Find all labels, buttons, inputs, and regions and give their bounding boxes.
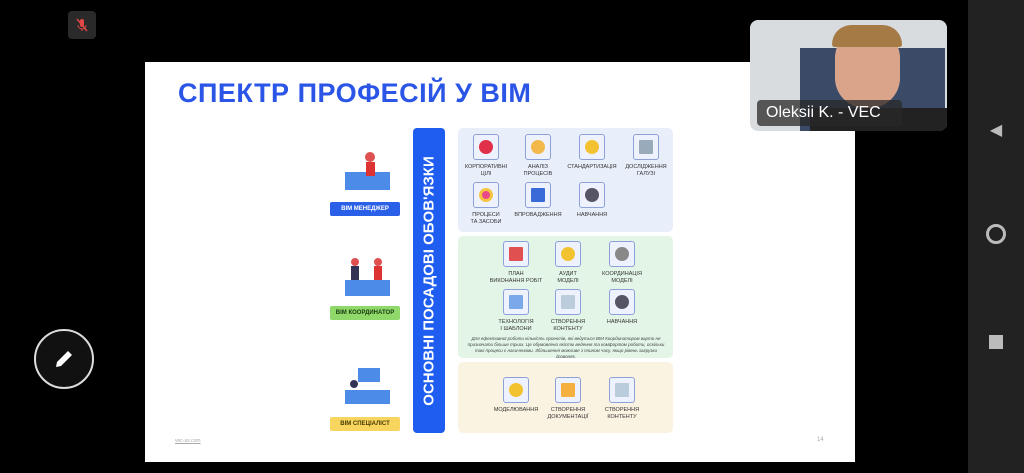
coordination-icon (609, 241, 635, 267)
templates-icon (503, 289, 529, 315)
duty-item: НАВЧАННЯ (562, 182, 622, 219)
modeling-icon (503, 377, 529, 403)
content-icon (609, 377, 635, 403)
duty-item: КОРПОРАТИВНІ ЦІЛІ (456, 134, 516, 178)
coordinator-note: Для ефективної роботи кількість проектів… (467, 336, 665, 359)
mic-off-icon[interactable] (68, 11, 96, 39)
specialist-illustration (340, 364, 395, 414)
footer-site: vec-us.com (175, 438, 201, 444)
duty-item: СТВОРЕННЯ ДОКУМЕНТАЦІЇ (538, 377, 598, 421)
training-icon (579, 182, 605, 208)
duty-item: НАВЧАННЯ (592, 289, 652, 326)
folder-icon (555, 377, 581, 403)
specialist-duties-panel: МОДЕЛЮВАННЯ СТВОРЕННЯ ДОКУМЕНТАЦІЇ СТВОР… (458, 362, 673, 433)
participant-video-tile[interactable]: Oleksii K. - VEC (750, 20, 947, 131)
content-icon (555, 289, 581, 315)
duty-item: ПРОЦЕСИ ТА ЗАСОБИ (456, 182, 516, 226)
medal-icon (579, 134, 605, 160)
recents-icon[interactable] (968, 335, 1024, 354)
coordinator-duties-panel: ПЛАН ВИКОНАННЯ РОБІТ АУДИТ МОДЕЛІ КООРДИ… (458, 236, 673, 359)
presentation-icon (633, 134, 659, 160)
role-badge-manager: BIM МЕНЕДЖЕР (330, 202, 400, 216)
participant-hair (832, 25, 902, 47)
duties-label: ОСНОВНІ ПОСАДОВІ ОБОВ'ЯЗКИ (420, 155, 438, 406)
slide-title: СПЕКТР ПРОФЕСІЙ У BIM (178, 78, 532, 108)
factory-icon (525, 182, 551, 208)
role-badge-coordinator: BIM КООРДИНАТОР (330, 306, 400, 320)
process-icon (473, 182, 499, 208)
duty-item: ТЕХНОЛОГІЯ І ШАБЛОНИ (486, 289, 546, 333)
duties-vertical-bar: ОСНОВНІ ПОСАДОВІ ОБОВ'ЯЗКИ (413, 128, 445, 433)
back-icon[interactable]: ◀ (989, 122, 1003, 139)
duty-item: АУДИТ МОДЕЛІ (538, 241, 598, 285)
manager-duties-panel: КОРПОРАТИВНІ ЦІЛІ АНАЛІЗ ПРОЦЕСІВ СТАНДА… (458, 128, 673, 232)
role-badge-specialist: BIM СПЕЦІАЛІСТ (330, 417, 400, 431)
duty-item: ДОСЛІДЖЕННЯ ГАЛУЗІ (616, 134, 676, 178)
audit-icon (555, 241, 581, 267)
duty-item: СТВОРЕННЯ КОНТЕНТУ (538, 289, 598, 333)
training-icon (609, 289, 635, 315)
target-icon (473, 134, 499, 160)
android-nav-bar: ◀ (968, 0, 1024, 473)
annotate-button[interactable] (34, 329, 94, 389)
page-number: 14 (817, 437, 824, 443)
plan-icon (503, 241, 529, 267)
duty-item: СТАНДАРТИЗАЦІЯ (562, 134, 622, 171)
manager-illustration (340, 147, 395, 197)
duty-item: ПЛАН ВИКОНАННЯ РОБІТ (486, 241, 546, 285)
duty-item: МОДЕЛЮВАННЯ (486, 377, 546, 414)
home-icon[interactable] (968, 224, 1024, 249)
participant-name: Oleksii K. - VEC (757, 100, 902, 126)
analysis-icon (525, 134, 551, 160)
coordinator-illustration (340, 252, 395, 302)
duty-item: АНАЛІЗ ПРОЦЕСІВ (508, 134, 568, 178)
duty-item: СТВОРЕННЯ КОНТЕНТУ (592, 377, 652, 421)
duty-item: КООРДИНАЦІЯ МОДЕЛІ (592, 241, 652, 285)
shared-slide: СПЕКТР ПРОФЕСІЙ У BIM BIM МЕНЕДЖЕР BIM К… (145, 62, 855, 462)
pencil-icon (56, 351, 72, 367)
duty-item: ВПРОВАДЖЕННЯ (508, 182, 568, 219)
